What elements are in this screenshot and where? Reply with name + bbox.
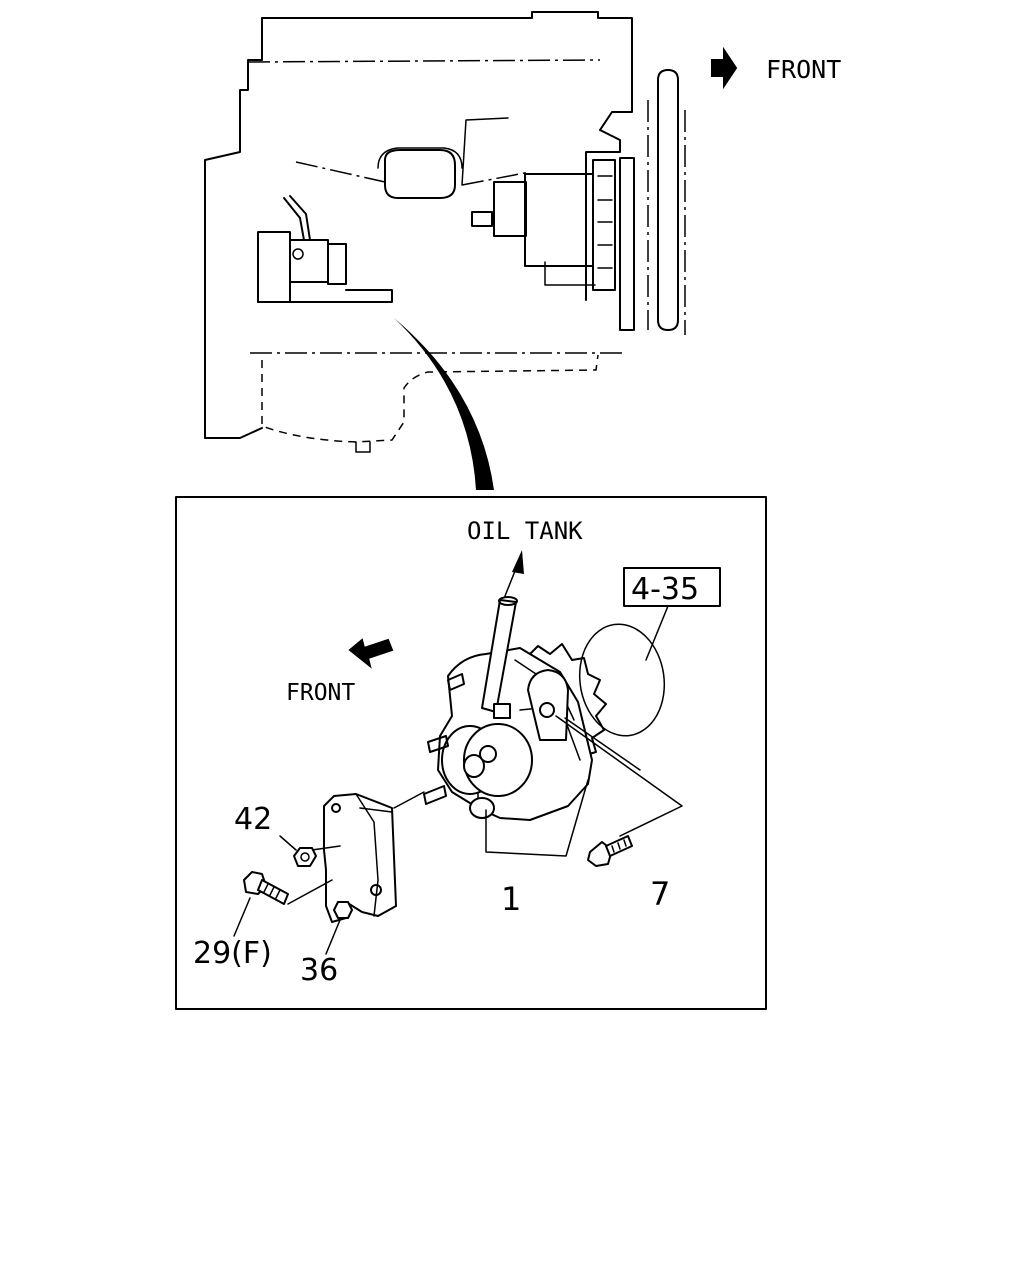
callout-36: 36 xyxy=(300,953,338,988)
leader-part-7b xyxy=(564,717,641,771)
o-ring xyxy=(578,623,666,737)
bolt-7 xyxy=(587,835,633,867)
front-label-inset: FRONT xyxy=(286,680,355,706)
oil-tank-label: OIL TANK xyxy=(467,517,583,545)
engine-overview: FRONT xyxy=(204,11,841,453)
oil-pump-location xyxy=(257,195,393,303)
detail-inset-frame xyxy=(175,496,767,1010)
callout-7: 7 xyxy=(650,875,670,913)
mounting-bracket xyxy=(311,791,425,923)
oil-pan-outline xyxy=(261,354,599,443)
leader-part-7 xyxy=(555,715,683,837)
callout-42: 42 xyxy=(234,802,272,837)
front-label-top: FRONT xyxy=(766,55,841,84)
oil-pan-plug xyxy=(355,441,371,453)
intake-port xyxy=(384,149,456,199)
engine-head-line xyxy=(247,59,601,63)
leader-part-1 xyxy=(485,779,589,857)
front-arrow-top-icon xyxy=(711,46,738,90)
leader-4-35 xyxy=(645,605,669,661)
ref-box-label: 4-35 xyxy=(631,572,699,607)
bolt-29 xyxy=(233,871,333,937)
pipe-dashed xyxy=(295,161,531,186)
callout-29: 29(F) xyxy=(193,936,272,971)
stud-left-lower xyxy=(423,785,447,805)
callout-1: 1 xyxy=(501,880,521,918)
nut-36 xyxy=(325,901,353,955)
detail-leader-swoosh xyxy=(394,318,494,490)
pipe-line xyxy=(461,117,509,186)
front-pulley-assembly xyxy=(471,69,686,335)
stud-left-upper xyxy=(427,735,449,753)
oil-tank-arrow-icon xyxy=(512,550,524,574)
stud-top xyxy=(447,673,465,691)
intake-port-inner xyxy=(377,147,463,169)
engine-block-outline xyxy=(204,11,633,439)
pump-flange-ear xyxy=(527,669,569,741)
nut-42 xyxy=(279,835,317,867)
front-arrow-inset-icon xyxy=(348,638,394,669)
oil-pump-detail xyxy=(423,550,683,867)
ref-box-4-35 xyxy=(623,567,721,607)
